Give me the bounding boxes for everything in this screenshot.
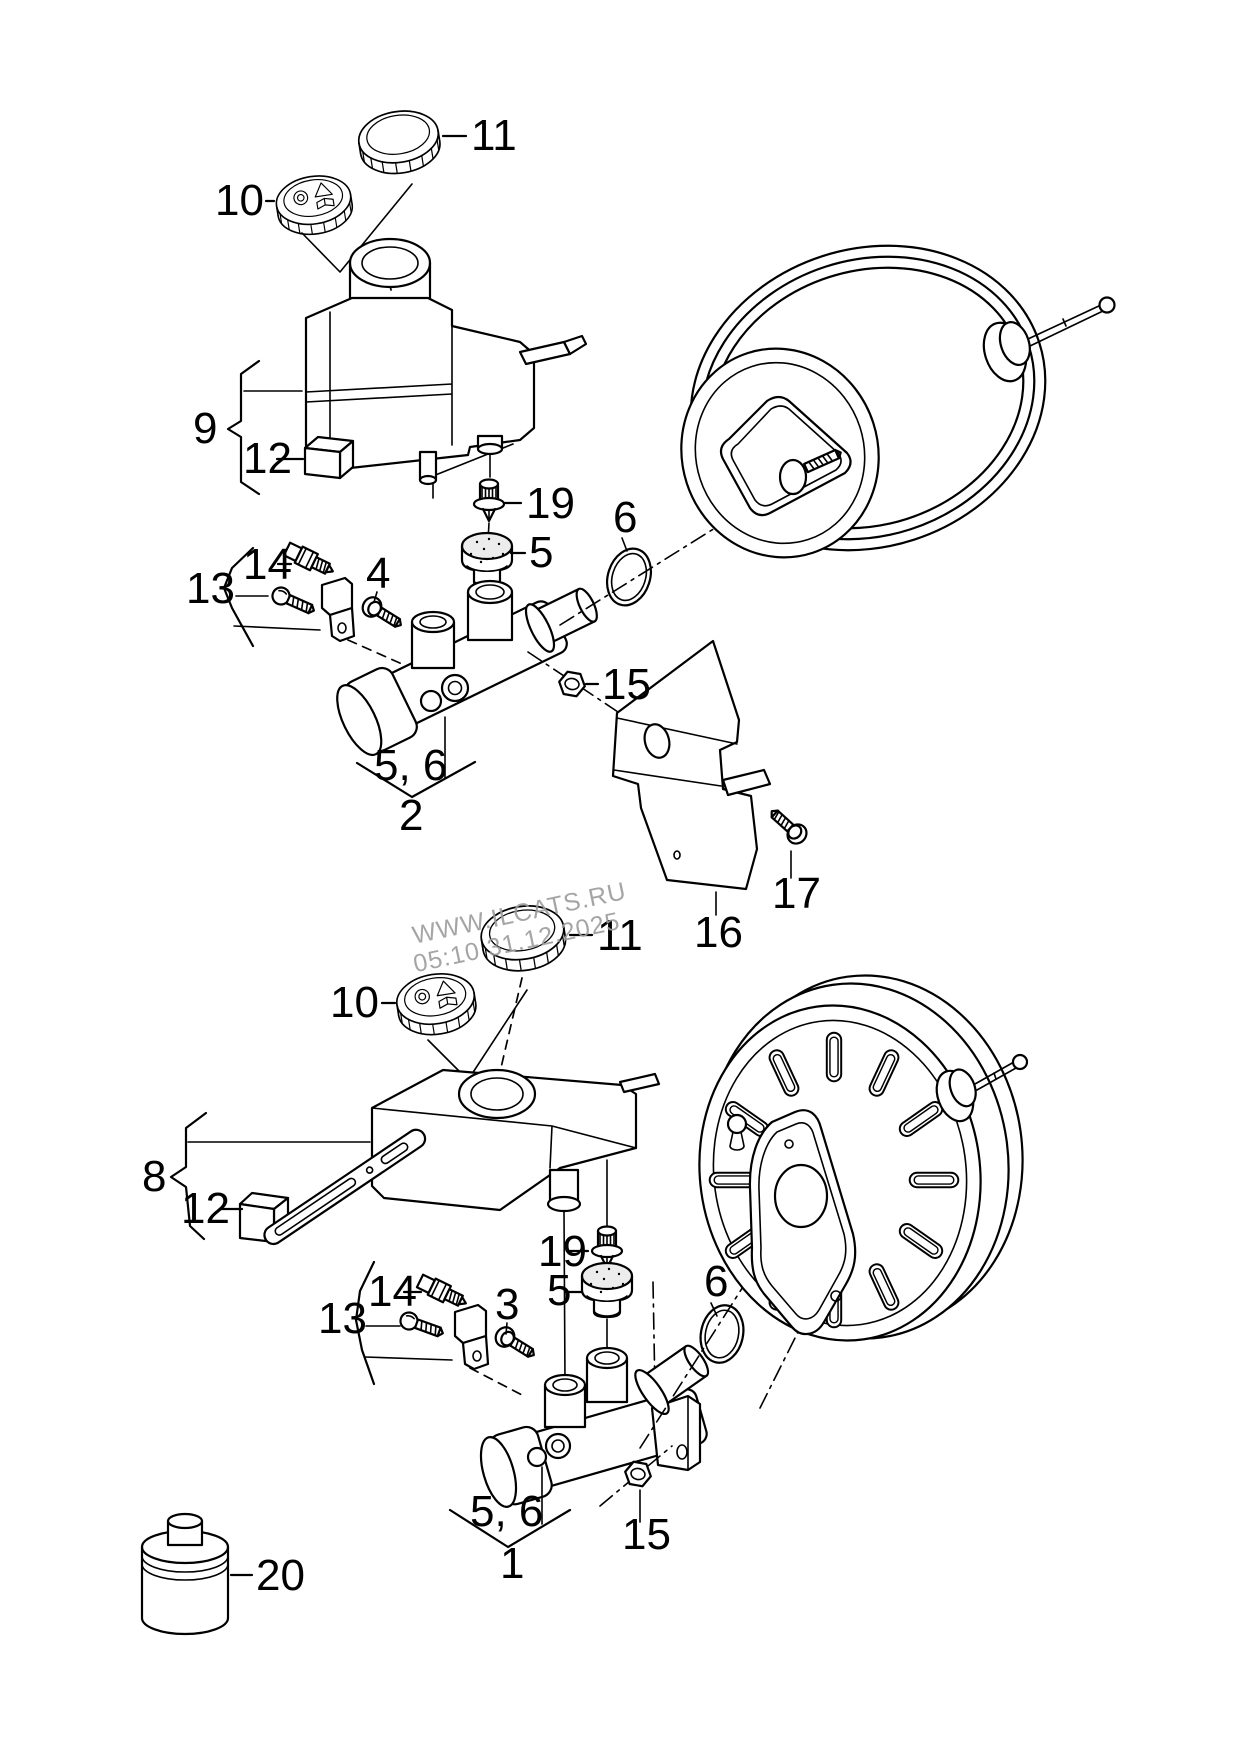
- callout-12-lower: 12: [181, 1184, 230, 1233]
- warning-cap: [273, 171, 356, 240]
- callout-4: 4: [366, 549, 390, 598]
- callout-6-lower: 6: [704, 1257, 728, 1306]
- brake-servo-lower: [698, 974, 1029, 1342]
- callout-1: 1: [500, 1539, 524, 1588]
- bracket-bolt-17: [763, 802, 812, 849]
- sensor-bracket-upper: [320, 576, 421, 673]
- callout-20: 20: [256, 1551, 305, 1600]
- fluid-canister: [140, 1512, 230, 1636]
- callout-2: 2: [399, 791, 423, 840]
- callout-15-lower: 15: [622, 1510, 671, 1559]
- fluid-reservoir-upper: [304, 237, 588, 486]
- contact-stud-upper: [472, 478, 506, 523]
- callout-labels-upper: 11 10 9 12 19 5 6 14 13 4 15 5, 6 2 16 1…: [186, 111, 821, 957]
- callout-5-upper: 5: [529, 528, 553, 577]
- o-ring-lower: [694, 1300, 750, 1368]
- callout-10-upper: 10: [215, 176, 264, 225]
- callout-14-lower: 14: [368, 1267, 417, 1316]
- contact-stud-lower: [590, 1225, 624, 1270]
- callout-13-lower: 13: [318, 1294, 367, 1343]
- reservoir-cap: [354, 104, 445, 180]
- grommet-upper: [460, 531, 514, 589]
- callout-lines-upper: [222, 134, 792, 916]
- servo-pushrod-lower: [935, 1053, 1029, 1123]
- callout-12-upper: 12: [243, 434, 292, 483]
- bolt-4: [357, 592, 408, 635]
- brake-servo-upper: [680, 244, 1116, 559]
- callout-17: 17: [772, 869, 821, 918]
- lower-assembly: 11 10 8 12 14 13 3 19 5 6 15 5, 6 1 20: [140, 899, 1029, 1636]
- callout-lines-lower: [169, 933, 718, 1577]
- callout-13-upper: 13: [186, 564, 235, 613]
- callout-labels-lower: 11 10 8 12 14 13 3 19 5 6 15 5, 6 1 20: [142, 911, 728, 1600]
- keyhole-detail: [726, 1113, 748, 1135]
- callout-5-lower: 5: [547, 1266, 571, 1315]
- callout-5-6-lower: 5, 6: [470, 1487, 543, 1536]
- fluid-reservoir-lower: [370, 1068, 661, 1213]
- master-cylinder-lower: [479, 1344, 710, 1508]
- sensor-bracket-lower: [453, 1303, 523, 1396]
- callout-11-lower: 11: [597, 911, 643, 960]
- warning-cap-lower: [393, 968, 479, 1039]
- callout-16: 16: [694, 908, 743, 957]
- callout-3: 3: [495, 1280, 519, 1329]
- callout-6-upper: 6: [613, 493, 637, 542]
- support-bracket-16: [611, 639, 772, 891]
- callout-19-lower: 19: [538, 1227, 587, 1276]
- servo-gasket-plate: [748, 1109, 857, 1336]
- reservoir-connector-lower: [238, 1128, 427, 1246]
- servo-pushrod-upper: [982, 296, 1116, 383]
- guide-line-port1-lower: [563, 1210, 566, 1384]
- callout-8: 8: [142, 1152, 166, 1201]
- callout-11-upper: 11: [471, 111, 517, 160]
- callout-19-upper: 19: [526, 479, 575, 528]
- grommet-lower: [580, 1261, 634, 1319]
- fluid-level-sensor-lower: [414, 1271, 471, 1313]
- servo-stud-upper: [803, 448, 842, 474]
- o-ring-upper: [598, 541, 660, 613]
- callout-14-upper: 14: [243, 540, 292, 589]
- callout-9: 9: [193, 404, 217, 453]
- callout-5-6-upper: 5, 6: [374, 741, 447, 790]
- callout-15-upper: 15: [602, 660, 651, 709]
- sensor-rail: [263, 1128, 427, 1246]
- bolt-3: [490, 1322, 541, 1365]
- callout-10-lower: 10: [330, 978, 379, 1027]
- sensor-screw-upper: [268, 583, 319, 620]
- master-cylinder-upper: [336, 579, 598, 757]
- upper-assembly: 11 10 9 12 19 5 6 14 13 4 15 5, 6 2 16 1…: [186, 104, 1116, 957]
- reservoir-connector-upper: [303, 435, 355, 480]
